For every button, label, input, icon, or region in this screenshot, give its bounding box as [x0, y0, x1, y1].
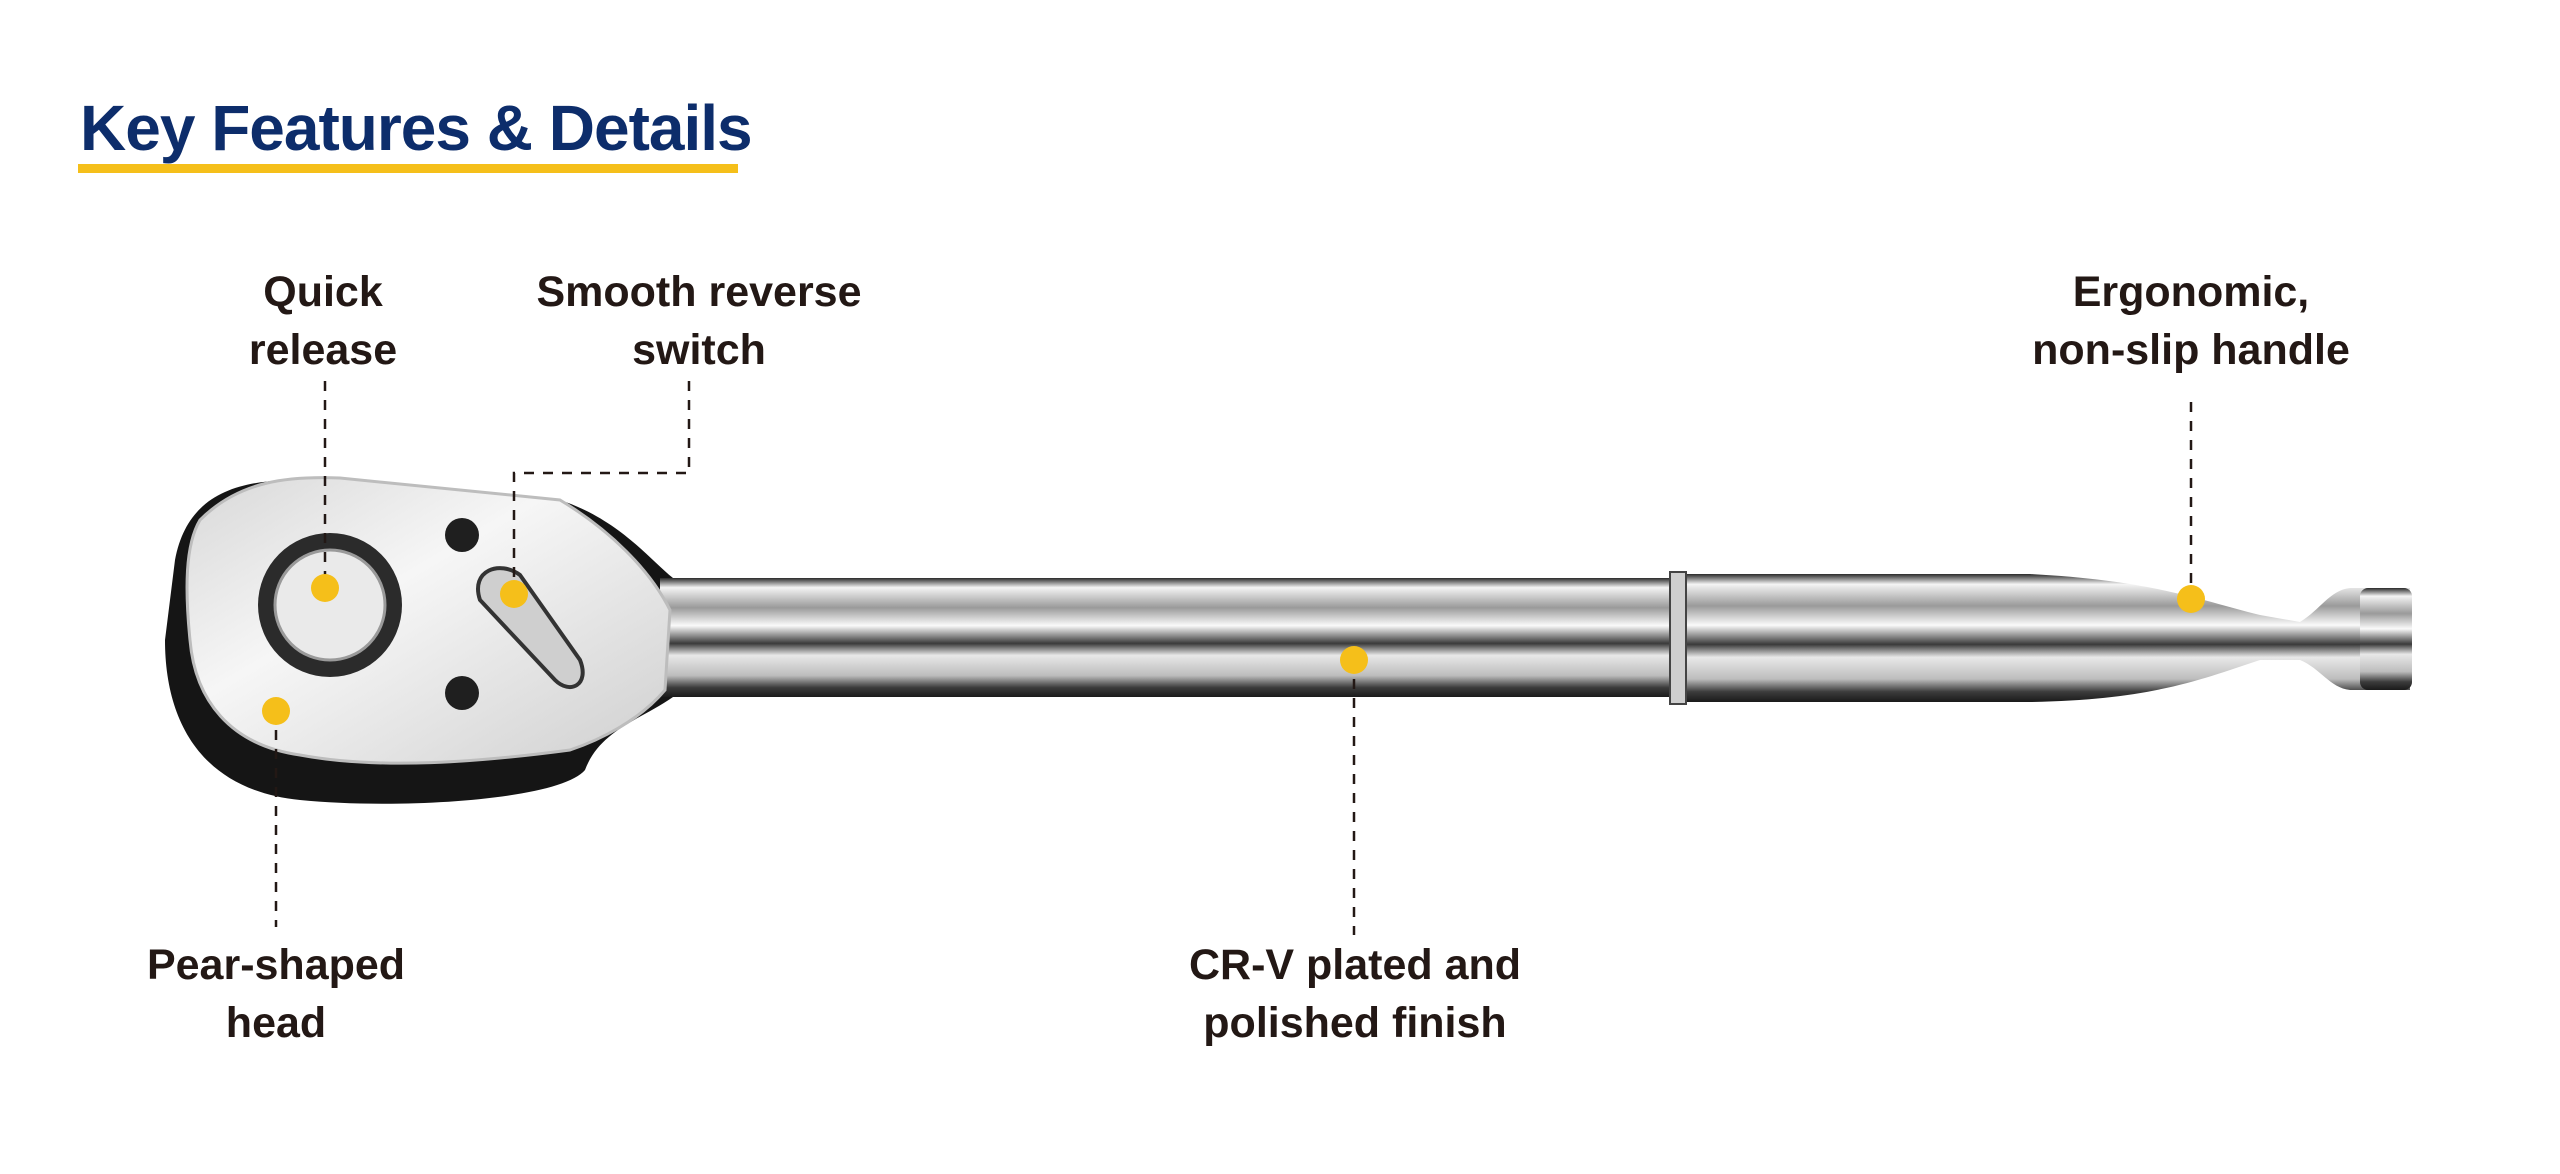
feature-label: switch: [632, 326, 766, 374]
feature-label: Ergonomic,: [2072, 268, 2310, 316]
feature-label: Pear-shaped: [146, 941, 406, 989]
feature-finish: CR-V plated and polished finish: [1189, 936, 1521, 1052]
handle-marker: [2177, 585, 2205, 613]
handle: [1674, 574, 2410, 702]
page-title: Key Features & Details: [80, 92, 753, 164]
feature-pear-head: Pear-shaped head: [147, 936, 405, 1052]
reverse-switch-marker: [500, 580, 528, 608]
feature-label: head: [225, 999, 327, 1047]
quick-release-marker: [311, 574, 339, 602]
feature-label: non-slip handle: [2032, 326, 2350, 374]
feature-label: Smooth reverse: [536, 268, 862, 316]
leader-lines: [274, 381, 2193, 935]
feature-label: release: [248, 326, 398, 374]
feature-reverse-switch: Smooth reverse switch: [536, 263, 861, 379]
pear-head-marker: [262, 697, 290, 725]
finish-marker: [1340, 646, 1368, 674]
feature-quick-release: Quick release: [249, 263, 397, 379]
feature-label: polished finish: [1203, 999, 1507, 1047]
feature-label: Quick: [263, 268, 383, 316]
feature-handle: Ergonomic, non-slip handle: [2032, 263, 2350, 379]
feature-label: CR-V plated and: [1188, 941, 1522, 989]
title-underline: [78, 164, 738, 173]
shaft: [660, 578, 1680, 697]
